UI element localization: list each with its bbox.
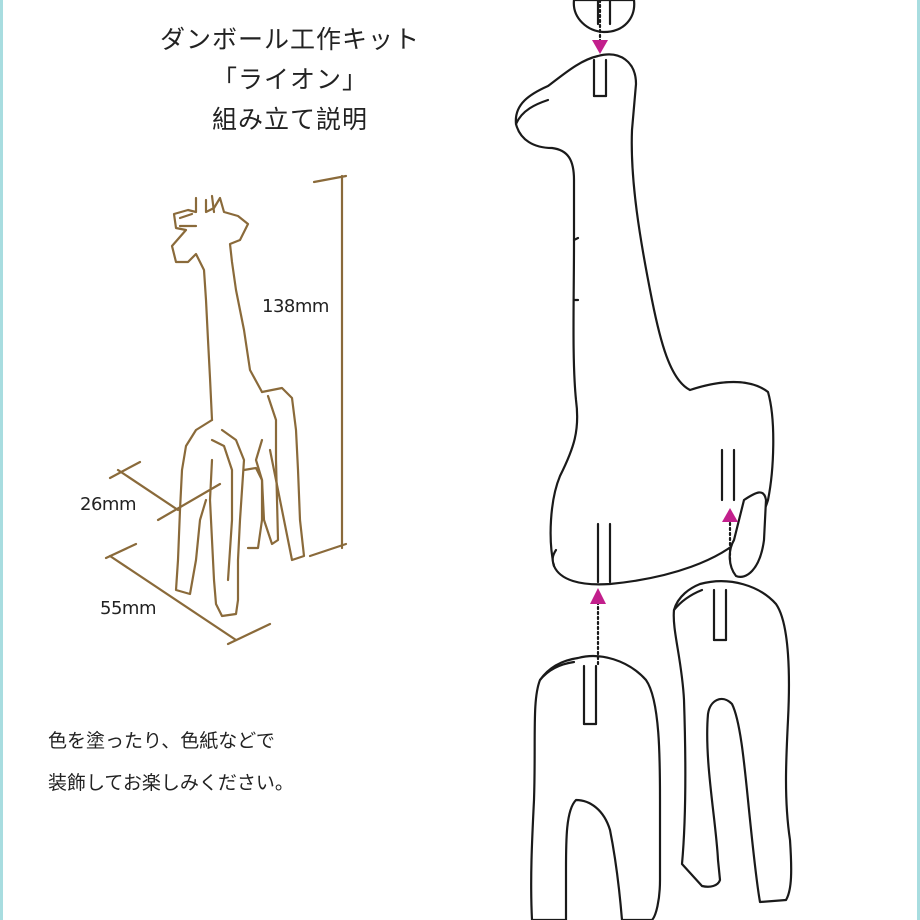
title-line-3: 組み立て説明 [211,105,368,134]
title-line-1: ダンボール工作キット [159,25,420,54]
left-border [0,0,3,920]
note-line-1: 色を塗ったり、色紙などで [48,730,275,752]
body-neck-part [514,53,775,586]
ear-part [572,0,636,34]
instruction-title: ダンボール工作キット 「ライオン」 組み立て説明 [120,20,460,140]
right-border [917,0,920,920]
depth-dimension-label: 26mm [80,494,136,515]
title-line-2: 「ライオン」 [211,65,368,94]
height-dimension-label: 138mm [262,296,329,317]
decoration-note: 色を塗ったり、色紙などで 装飾してお楽しみください。 [48,720,428,804]
hind-leg-part [672,580,793,904]
width-dimension-label: 55mm [100,598,156,619]
note-line-2: 装飾してお楽しみください。 [48,772,294,794]
front-leg-part [530,654,662,920]
small-giraffe-head [170,196,214,422]
